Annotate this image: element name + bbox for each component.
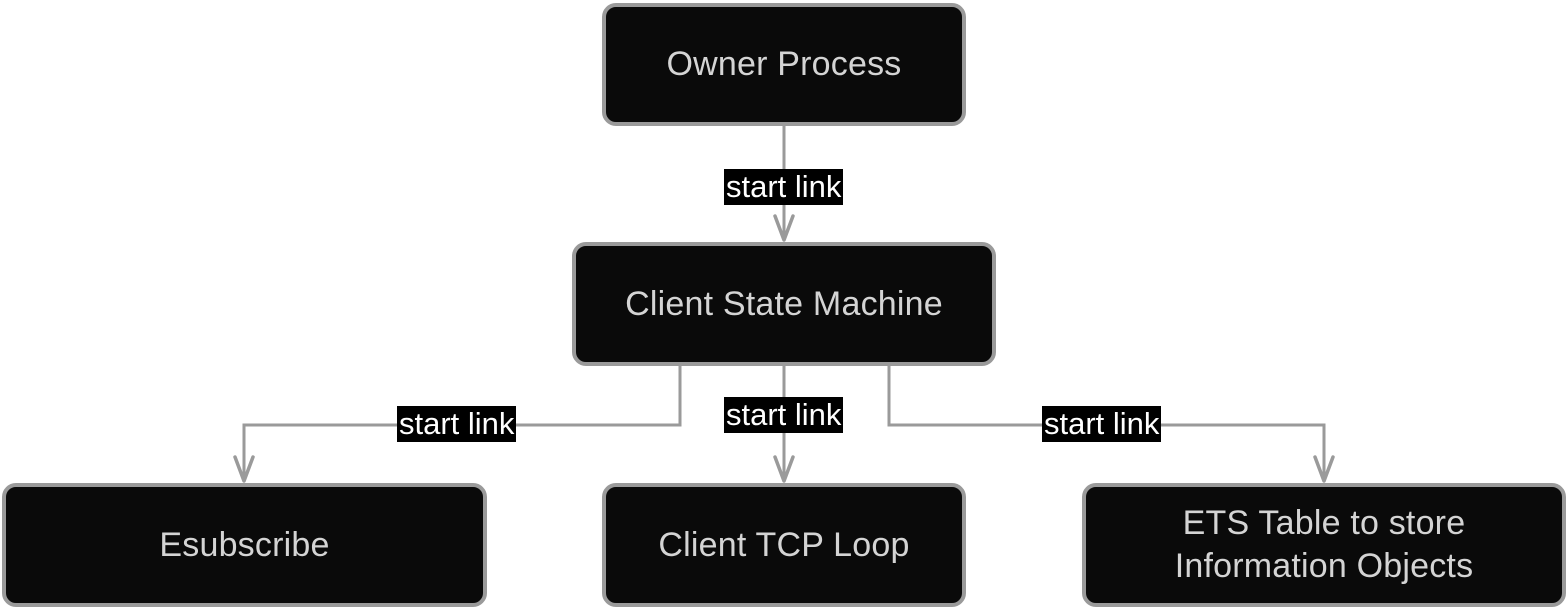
node-ets-table: ETS Table to store Information Objects xyxy=(1082,483,1566,607)
edge-label-client-state-machine-to-esubscribe: start link xyxy=(397,406,517,442)
node-ets-table-label: ETS Table to store Information Objects xyxy=(1174,504,1474,585)
edge-label-client-state-machine-to-tcp-loop: start link xyxy=(724,397,844,433)
edge-label-owner-to-client-state-machine: start link xyxy=(724,169,844,205)
node-esubscribe-label: Esubscribe xyxy=(159,525,330,564)
edge-label-client-state-machine-to-ets-table: start link xyxy=(1042,406,1162,442)
node-owner-process-label: Owner Process xyxy=(666,45,902,83)
node-owner-process: Owner Process xyxy=(602,3,966,126)
node-esubscribe: Esubscribe xyxy=(2,483,487,607)
node-client-tcp-loop: Client TCP Loop xyxy=(602,483,966,607)
node-client-state-machine: Client State Machine xyxy=(572,242,996,366)
node-client-tcp-loop-label: Client TCP Loop xyxy=(658,525,910,564)
node-client-state-machine-label: Client State Machine xyxy=(625,284,943,323)
